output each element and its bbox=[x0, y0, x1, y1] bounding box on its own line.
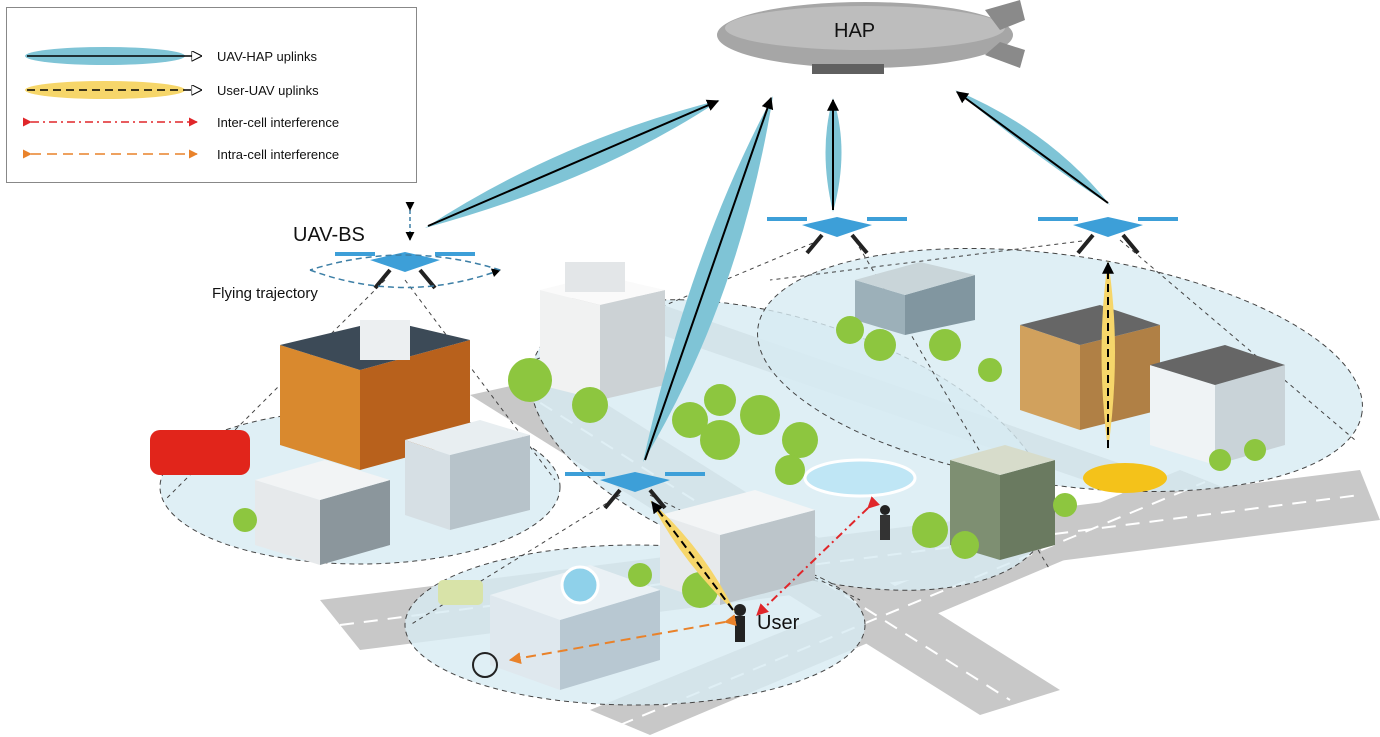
legend-intra-cell-symbol bbox=[22, 149, 198, 159]
wheelchair-user bbox=[472, 652, 498, 678]
uav-bs-top-center bbox=[767, 217, 907, 255]
uav-bs-right bbox=[1038, 217, 1178, 255]
legend-label: Intra-cell interference bbox=[217, 147, 340, 162]
pedestrian bbox=[880, 505, 890, 515]
legend-inter-cell-symbol bbox=[22, 117, 198, 127]
user-person bbox=[734, 604, 746, 616]
interference-links bbox=[508, 496, 880, 665]
legend-label: User-UAV uplinks bbox=[217, 83, 319, 98]
legend-uav-hap-uplinks: UAV-HAP uplinks bbox=[7, 43, 416, 71]
uav-bs-middle bbox=[565, 472, 705, 510]
legend-inter-cell: Inter-cell interference bbox=[7, 109, 416, 137]
legend-user-uav-uplinks: User-UAV uplinks bbox=[7, 77, 416, 105]
legend-label: UAV-HAP uplinks bbox=[217, 49, 317, 64]
taxi bbox=[1083, 463, 1167, 493]
vehicles-and-people bbox=[150, 430, 1167, 678]
inter-cell-interference-arrow bbox=[756, 496, 880, 616]
ambulance bbox=[438, 580, 483, 605]
uav-drones bbox=[335, 217, 1178, 510]
city-buildings bbox=[255, 262, 1285, 690]
hap-label: HAP bbox=[834, 20, 876, 42]
legend-label: Inter-cell interference bbox=[217, 115, 340, 130]
hap-airship bbox=[717, 0, 1025, 74]
uav-bs-label: UAV-BS bbox=[293, 224, 365, 246]
legend-uav-hap-symbol bbox=[25, 47, 207, 65]
uav-hap-uplinks bbox=[425, 90, 1110, 462]
user-uav-uplinks bbox=[650, 260, 1115, 612]
uav-bs-flying bbox=[335, 252, 475, 290]
legend-user-uav-symbol bbox=[25, 81, 207, 99]
delivery-van bbox=[150, 430, 250, 475]
flying-trajectory-label: Flying trajectory bbox=[212, 285, 318, 302]
legend-box: UAV-HAP uplinks User-UAV uplinks Inter-c… bbox=[6, 7, 417, 183]
user-label: User bbox=[757, 612, 800, 634]
flying-trajectory-indicator bbox=[309, 201, 501, 289]
legend-intra-cell: Intra-cell interference bbox=[7, 141, 416, 169]
intra-cell-interference-arrow bbox=[508, 614, 737, 665]
trees bbox=[233, 316, 1266, 608]
